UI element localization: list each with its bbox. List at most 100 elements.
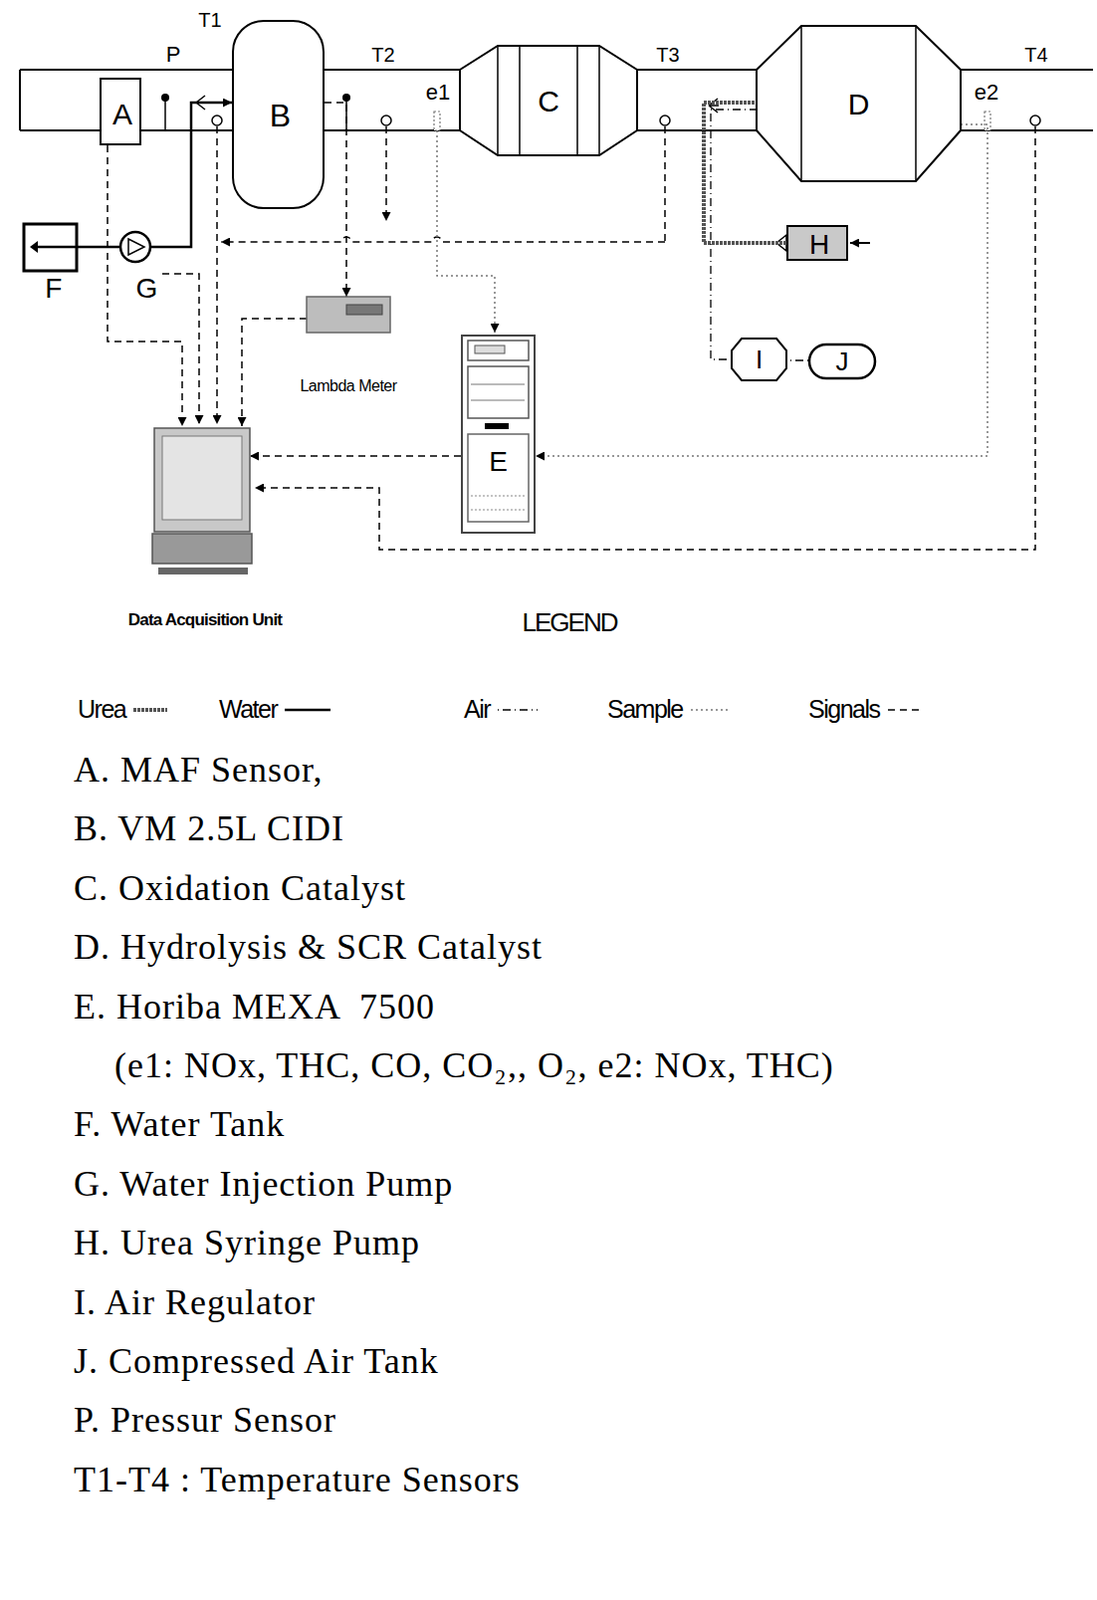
legend-item: Sample	[607, 694, 735, 724]
sensor-label: T4	[1024, 43, 1048, 66]
syringe-plunger	[850, 241, 871, 244]
temperature-sensor	[1030, 115, 1041, 126]
computer-keyboard	[158, 567, 248, 575]
legend-text: Sample	[607, 694, 683, 724]
parts-list-item: I. Air Regulator	[73, 1283, 316, 1323]
parts-list-item: B. VM 2.5L CIDI	[73, 809, 345, 850]
node-label: C	[537, 84, 560, 118]
signal-wire	[663, 126, 666, 242]
tank-outlet	[29, 240, 38, 253]
pressure-sensor	[164, 99, 167, 131]
sensor-box: A	[99, 77, 142, 146]
node-label: Data Acquisition Unit	[128, 611, 282, 631]
parts-list-item: J. Compressed Air Tank	[73, 1341, 439, 1382]
lambda-probe	[345, 99, 348, 131]
tank-outlet	[76, 245, 80, 249]
water-tank: F	[21, 219, 80, 303]
signal-wire	[254, 126, 1036, 550]
catalyst-section	[598, 45, 601, 156]
node-label: J	[836, 347, 850, 377]
connector	[161, 102, 232, 247]
parts-list-item: A. MAF Sensor,	[73, 750, 324, 791]
legend-sample	[686, 703, 735, 716]
catalyst-outline	[459, 45, 638, 156]
regulator-body	[731, 338, 787, 381]
catalyst-section	[914, 25, 917, 182]
lambda-meter: Lambda Meter	[288, 294, 409, 401]
air-regulator: I	[731, 338, 787, 381]
node-label: G	[135, 273, 158, 305]
computer-base	[152, 533, 252, 564]
parts-list-item: P. Pressur Sensor	[73, 1400, 337, 1441]
parts-list-item: (e1: NOx, THC, CO, CO₂,, O₂, e2: NOx, TH…	[114, 1046, 835, 1087]
lambda-device	[306, 296, 391, 333]
water-tank	[23, 223, 77, 271]
node-label: Lambda Meter	[299, 377, 397, 396]
node-label: F	[44, 273, 62, 305]
syringe-pump: H	[786, 224, 849, 261]
connector	[786, 359, 809, 361]
analyzer-panel	[467, 434, 529, 522]
tank-outlet	[33, 245, 77, 249]
temperature-sensor	[659, 115, 670, 126]
signal-wire	[162, 273, 200, 425]
legend-item: Signals	[808, 694, 924, 724]
sensor-label: T1	[198, 8, 221, 31]
node-label: E	[488, 446, 508, 478]
node-label: A	[112, 97, 133, 131]
legend-item: Air	[463, 694, 542, 724]
air-tank: J	[808, 343, 877, 380]
node-label: D	[848, 87, 871, 121]
analyzer-panel	[470, 509, 525, 511]
legend-text: Air	[463, 694, 490, 724]
sensor-label: T3	[656, 43, 679, 66]
parts-list-item: C. Oxidation Catalyst	[73, 869, 407, 909]
connector	[710, 109, 757, 360]
lambda-probe	[342, 93, 351, 102]
analyzer-panel	[467, 366, 529, 419]
legend-sample	[280, 703, 335, 716]
node-label: I	[755, 345, 763, 375]
gas-analyzer: E	[460, 334, 536, 534]
node-label: B	[269, 98, 291, 134]
legend-sample	[883, 703, 924, 716]
parts-list-item: G. Water Injection Pump	[73, 1164, 453, 1205]
catalyst: D	[756, 25, 961, 182]
signal-wire	[216, 126, 219, 425]
legend-sample	[493, 703, 542, 716]
data-acquisition-unit: Data Acquisition Unit	[99, 426, 311, 636]
catalyst-outline	[756, 25, 961, 182]
sensor-label: e2	[974, 80, 999, 105]
analyzer-cabinet	[461, 335, 535, 533]
catalyst-section	[496, 45, 499, 156]
sample-line	[437, 130, 495, 333]
lambda-display	[346, 304, 383, 315]
catalyst-section	[518, 45, 521, 156]
legend-line	[284, 707, 331, 711]
sample-probe	[434, 111, 440, 131]
analyzer-display	[474, 345, 505, 354]
pump-symbol	[128, 238, 145, 255]
analyzer-panel	[470, 400, 525, 402]
sensor-label: T2	[371, 43, 395, 66]
parts-list-item: E. Horiba MEXA 7500	[73, 987, 436, 1028]
connector	[241, 318, 307, 427]
computer-screen	[162, 436, 242, 520]
parts-list-item: H. Urea Syringe Pump	[73, 1223, 421, 1264]
analyzer-panel	[470, 495, 525, 497]
sensor-label: P	[166, 42, 182, 67]
connector	[324, 102, 347, 297]
node-shape	[460, 334, 536, 534]
connector	[79, 245, 116, 249]
legend-text: Water	[219, 694, 277, 724]
sensor-label: e1	[426, 80, 450, 105]
parts-list-item: D. Hydrolysis & SCR Catalyst	[73, 927, 543, 968]
signal-wire	[385, 126, 388, 221]
legend-text: Urea	[77, 694, 126, 724]
legend-text: Signals	[808, 694, 880, 724]
signal-wire	[220, 236, 665, 242]
catalyst: C	[459, 45, 638, 156]
temperature-sensor	[381, 115, 392, 126]
analyzer-display	[467, 340, 529, 361]
